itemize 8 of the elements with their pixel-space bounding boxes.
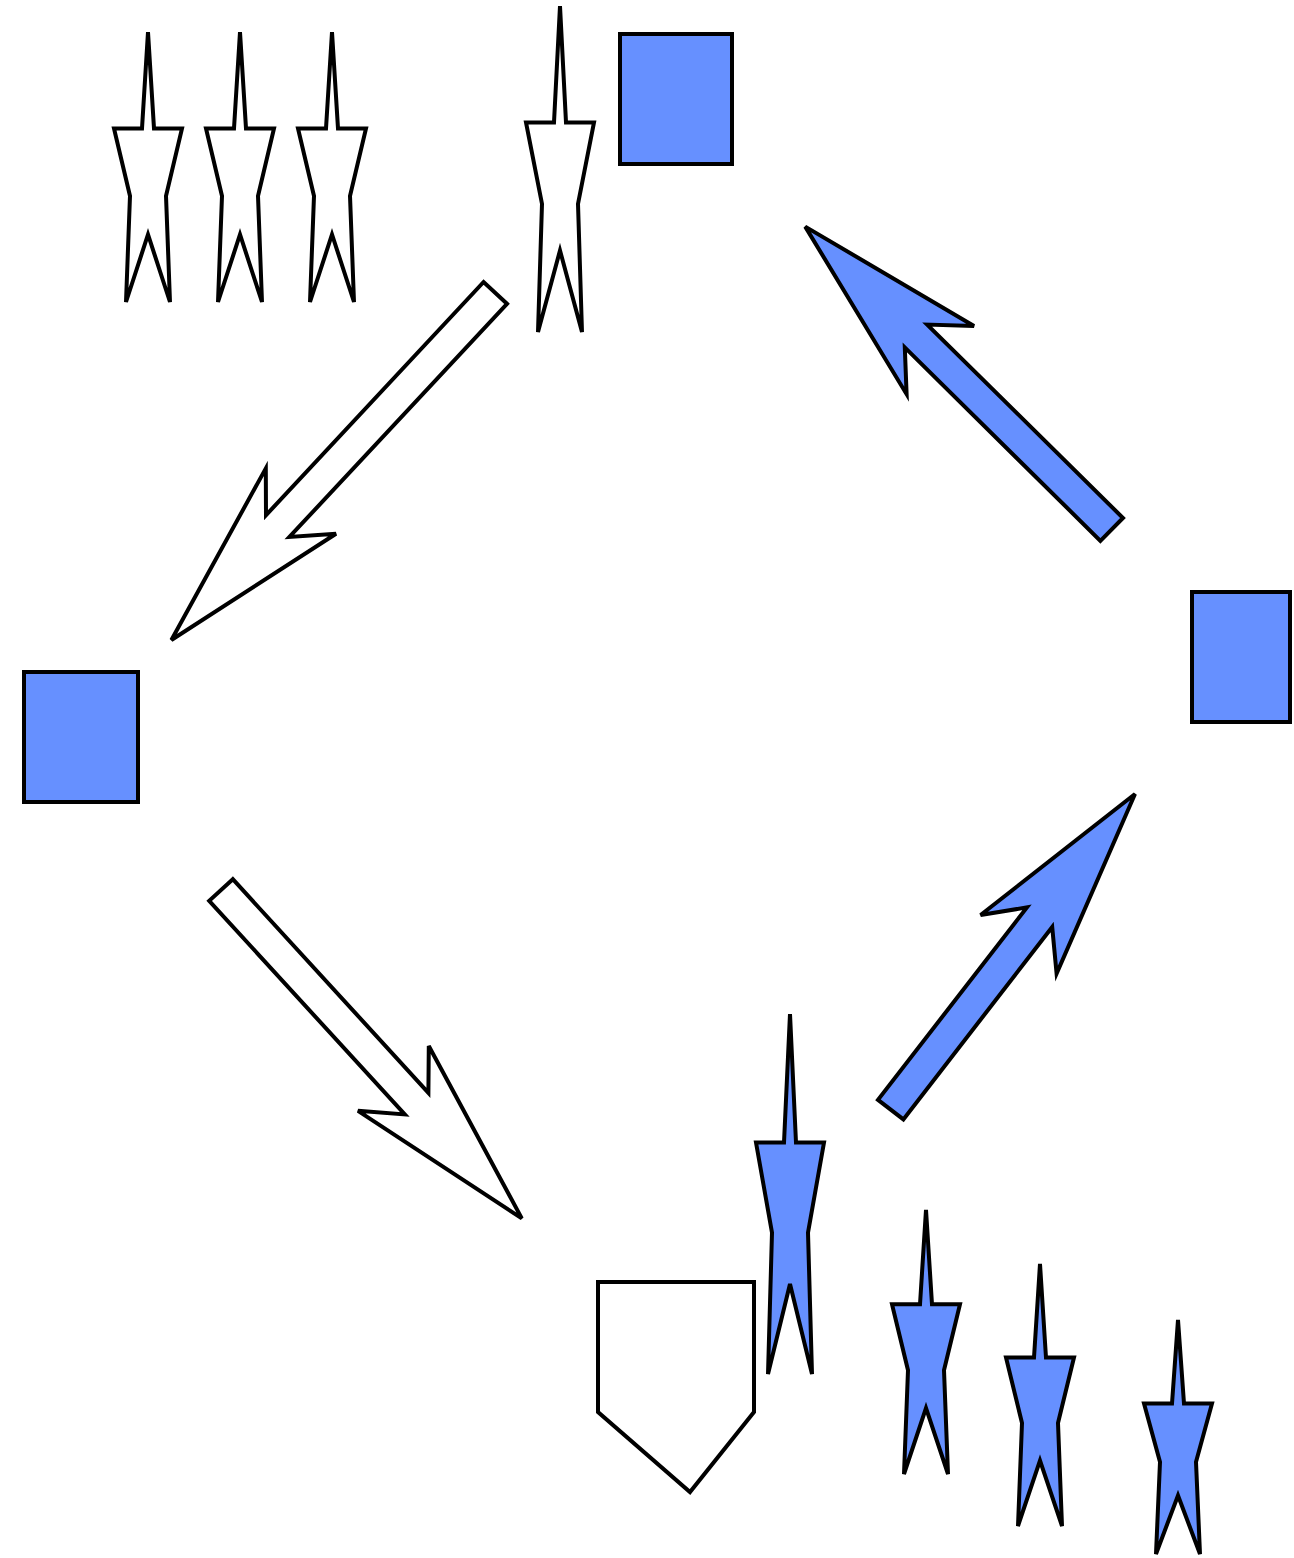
- pentagon-shape: [596, 1280, 756, 1494]
- block-arrow: [875, 792, 1137, 1123]
- square-box: [618, 32, 734, 166]
- square-box: [1190, 590, 1292, 724]
- block-arrow: [803, 224, 1126, 544]
- block-arrow: [206, 876, 524, 1221]
- square-box: [22, 670, 140, 804]
- block-arrow: [169, 279, 510, 642]
